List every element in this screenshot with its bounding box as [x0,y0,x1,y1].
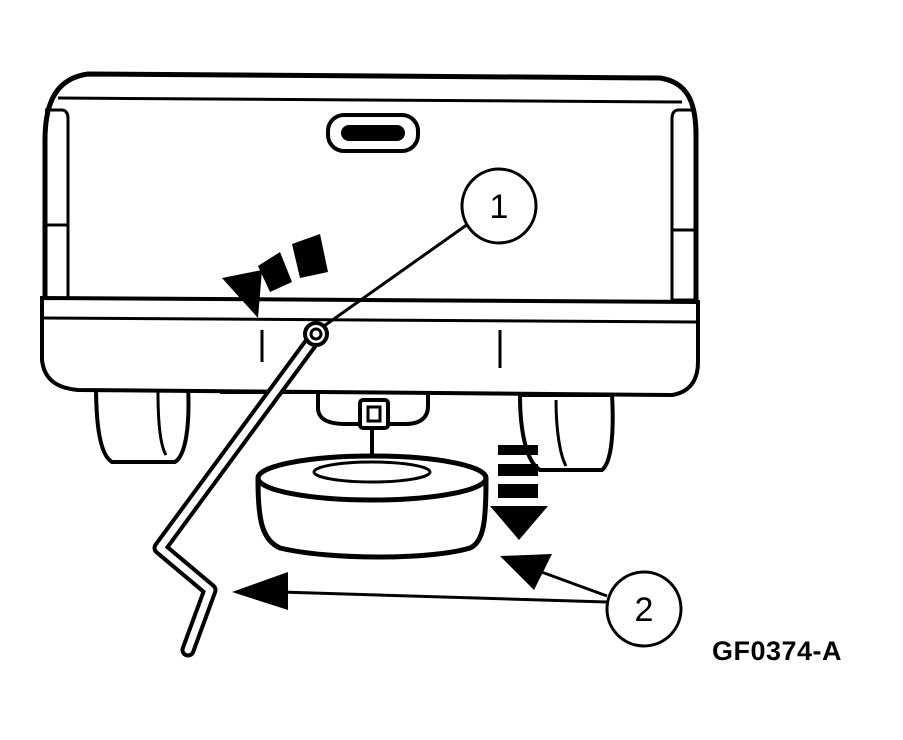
callout-1-circle [460,167,538,245]
callout-2-circle [605,570,683,648]
callout-1-leader [323,222,469,328]
callout-2-leader-b [279,590,608,604]
tailgate-outline [42,71,699,323]
insert-arrow-dash-2 [292,234,328,278]
lowering-direction-arrow [490,445,548,540]
callout-2-label: 2 [635,591,654,629]
rear-bumper [40,295,700,398]
callout-1: 1 [323,167,538,328]
insert-arrow-head [222,270,262,318]
callout-2: 2 [232,554,683,648]
tailgate [42,71,699,323]
callout-2-arrowhead-a [500,554,552,590]
insert-direction-arrows [222,234,328,318]
right-rear-tire [517,393,615,472]
tailgate-handle [326,113,420,153]
left-rear-tire [93,383,191,464]
callout-1-label: 1 [490,188,509,226]
spare-tire [255,453,489,560]
tailgate-top-ridge [57,96,683,104]
callout-2-leader-a [535,568,608,598]
lowering-arrow-dash-1 [498,445,538,455]
lowering-arrow-head [490,506,548,540]
callout-2-arrowhead-b [232,572,288,610]
right-tail-light [670,108,696,302]
insert-arrow-dash-1 [258,252,292,292]
lowering-arrow-dash-2 [498,464,538,476]
figure-id: GF0374-A [712,636,843,666]
jack-handle-tool [152,321,329,658]
lowering-arrow-dash-3 [498,484,538,498]
left-tail-light [45,108,70,302]
